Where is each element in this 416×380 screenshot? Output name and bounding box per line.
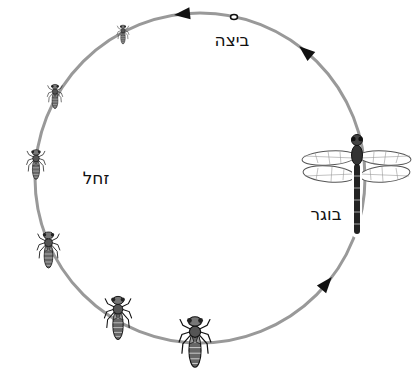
nymph-label: זחל bbox=[81, 168, 112, 188]
egg bbox=[231, 15, 238, 20]
egg-label: ביצה bbox=[213, 30, 252, 50]
cycle-arrowheads bbox=[173, 7, 336, 293]
cycle-ring bbox=[35, 13, 365, 343]
nymph-stages bbox=[27, 25, 211, 367]
adult-label: בוגר bbox=[308, 204, 343, 224]
adult-dragonfly bbox=[302, 135, 412, 239]
